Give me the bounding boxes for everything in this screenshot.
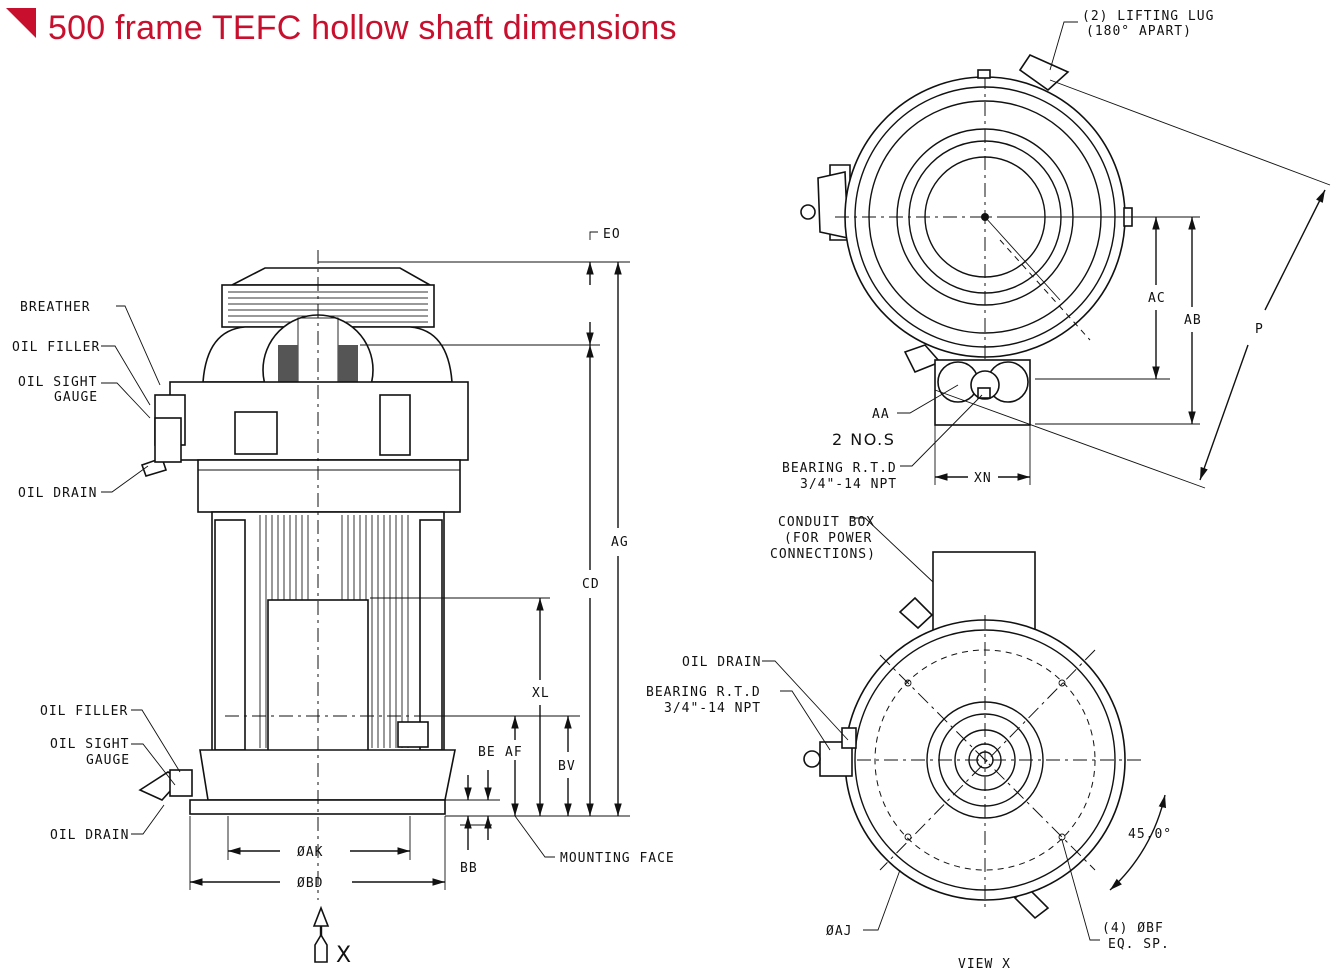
dim-p: P: [1255, 322, 1264, 337]
callout-top-rtd: BEARING R.T.D: [782, 461, 897, 476]
page-title: 500 frame TEFC hollow shaft dimensions: [48, 8, 677, 47]
callout-bottom-oil-drain: OIL DRAIN: [682, 655, 761, 670]
dim-bd: ØBD: [297, 876, 323, 891]
callout-oil-sight-bottom: OIL SIGHT: [50, 737, 129, 752]
side-dimension-lines: [189, 231, 630, 890]
dim-eo: EO: [603, 227, 621, 242]
callout-lifting-lug-apart: (180° APART): [1086, 24, 1192, 39]
bottom-view: CONDUIT BOX (FOR POWER CONNECTIONS) OIL …: [646, 515, 1172, 972]
bottom-callout-leaders: [762, 517, 1167, 941]
view-arrow-label: X: [336, 943, 351, 968]
dim-angle: 45.0°: [1128, 827, 1172, 842]
callout-oil-drain-top: OIL DRAIN: [18, 486, 97, 501]
page-header: 500 frame TEFC hollow shaft dimensions: [0, 0, 677, 56]
view-x-label: VIEW X: [958, 957, 1011, 972]
dim-xn: XN: [974, 471, 992, 486]
callout-conduit-box: CONDUIT BOX: [778, 515, 875, 530]
side-callout-leaders: [101, 305, 181, 835]
motor-side-body: [138, 250, 469, 900]
side-view: BREATHER OIL FILLER OIL SIGHT GAUGE OIL …: [12, 227, 675, 968]
view-arrow-icon: [312, 905, 330, 963]
top-dimension-lines: [897, 21, 1331, 489]
callout-oil-drain-bottom: OIL DRAIN: [50, 828, 129, 843]
dim-aj: ØAJ: [826, 924, 852, 939]
callout-oil-sight-top: OIL SIGHT: [18, 375, 97, 390]
callout-mounting-face: MOUNTING FACE: [560, 851, 675, 866]
dim-bv: BV: [558, 759, 576, 774]
dim-ab: AB: [1184, 313, 1202, 328]
callout-breather: BREATHER: [20, 300, 91, 315]
dim-ak: ØAK: [297, 845, 323, 860]
callout-aa: AA: [872, 407, 890, 422]
title-marker-icon: [6, 8, 36, 38]
dim-xl: XL: [532, 686, 550, 701]
dim-be: BE: [478, 745, 496, 760]
bottom-view-body: [803, 551, 1145, 920]
callout-bf: (4) ØBF: [1102, 921, 1164, 936]
callout-bottom-rtd-thread: 3/4"-14 NPT: [664, 701, 761, 716]
callout-oil-filler-bottom: OIL FILLER: [40, 704, 128, 719]
top-view: (2) LIFTING LUG (180° APART) AA 2 NO.S B…: [782, 9, 1331, 492]
top-view-body: [800, 53, 1140, 426]
callout-bf-eq-sp: EQ. SP.: [1108, 937, 1170, 952]
callout-oil-sight-top-gauge: GAUGE: [54, 390, 98, 405]
dim-af: AF: [505, 745, 523, 760]
dim-cd: CD: [582, 577, 600, 592]
callout-aa-count: 2 NO.S: [832, 430, 895, 449]
callout-oil-sight-bottom-gauge: GAUGE: [86, 753, 130, 768]
callout-lifting-lug: (2) LIFTING LUG: [1082, 9, 1214, 24]
callout-top-rtd-thread: 3/4"-14 NPT: [800, 477, 897, 492]
dim-bb: BB: [460, 861, 478, 876]
callout-conduit-for-power: (FOR POWER: [784, 531, 872, 546]
callout-conduit-connections: CONNECTIONS): [770, 547, 876, 562]
dim-ac: AC: [1148, 291, 1166, 306]
callout-bottom-rtd: BEARING R.T.D: [646, 685, 761, 700]
dim-ag: AG: [611, 535, 629, 550]
callout-oil-filler-top: OIL FILLER: [12, 340, 100, 355]
